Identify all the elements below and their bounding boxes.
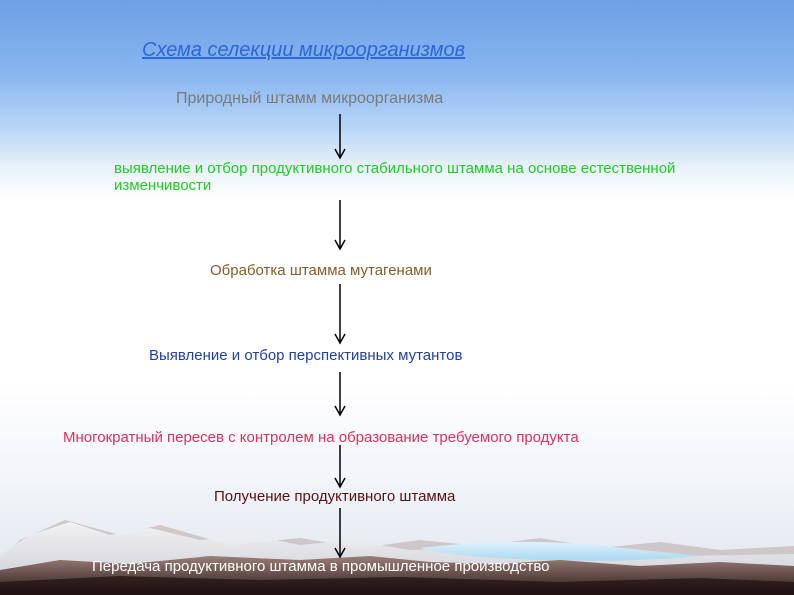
step-productive-strain: Получение продуктивного штамма [214,488,456,505]
slide-title: Схема селекции микроорганизмов [142,39,466,61]
step-mutagen-treatment: Обработка штамма мутагенами [210,262,432,279]
step-mutant-selection: Выявление и отбор перспективных мутантов [149,347,463,364]
step-natural-strain: Природный штамм микроорганизма [176,90,444,107]
step-repeated-subculture: Многократный пересев с контролем на обра… [63,429,579,446]
step-natural-selection: выявление и отбор продуктивного стабильн… [114,160,676,194]
step-industrial-transfer: Передача продуктивного штамма в промышле… [92,558,550,575]
